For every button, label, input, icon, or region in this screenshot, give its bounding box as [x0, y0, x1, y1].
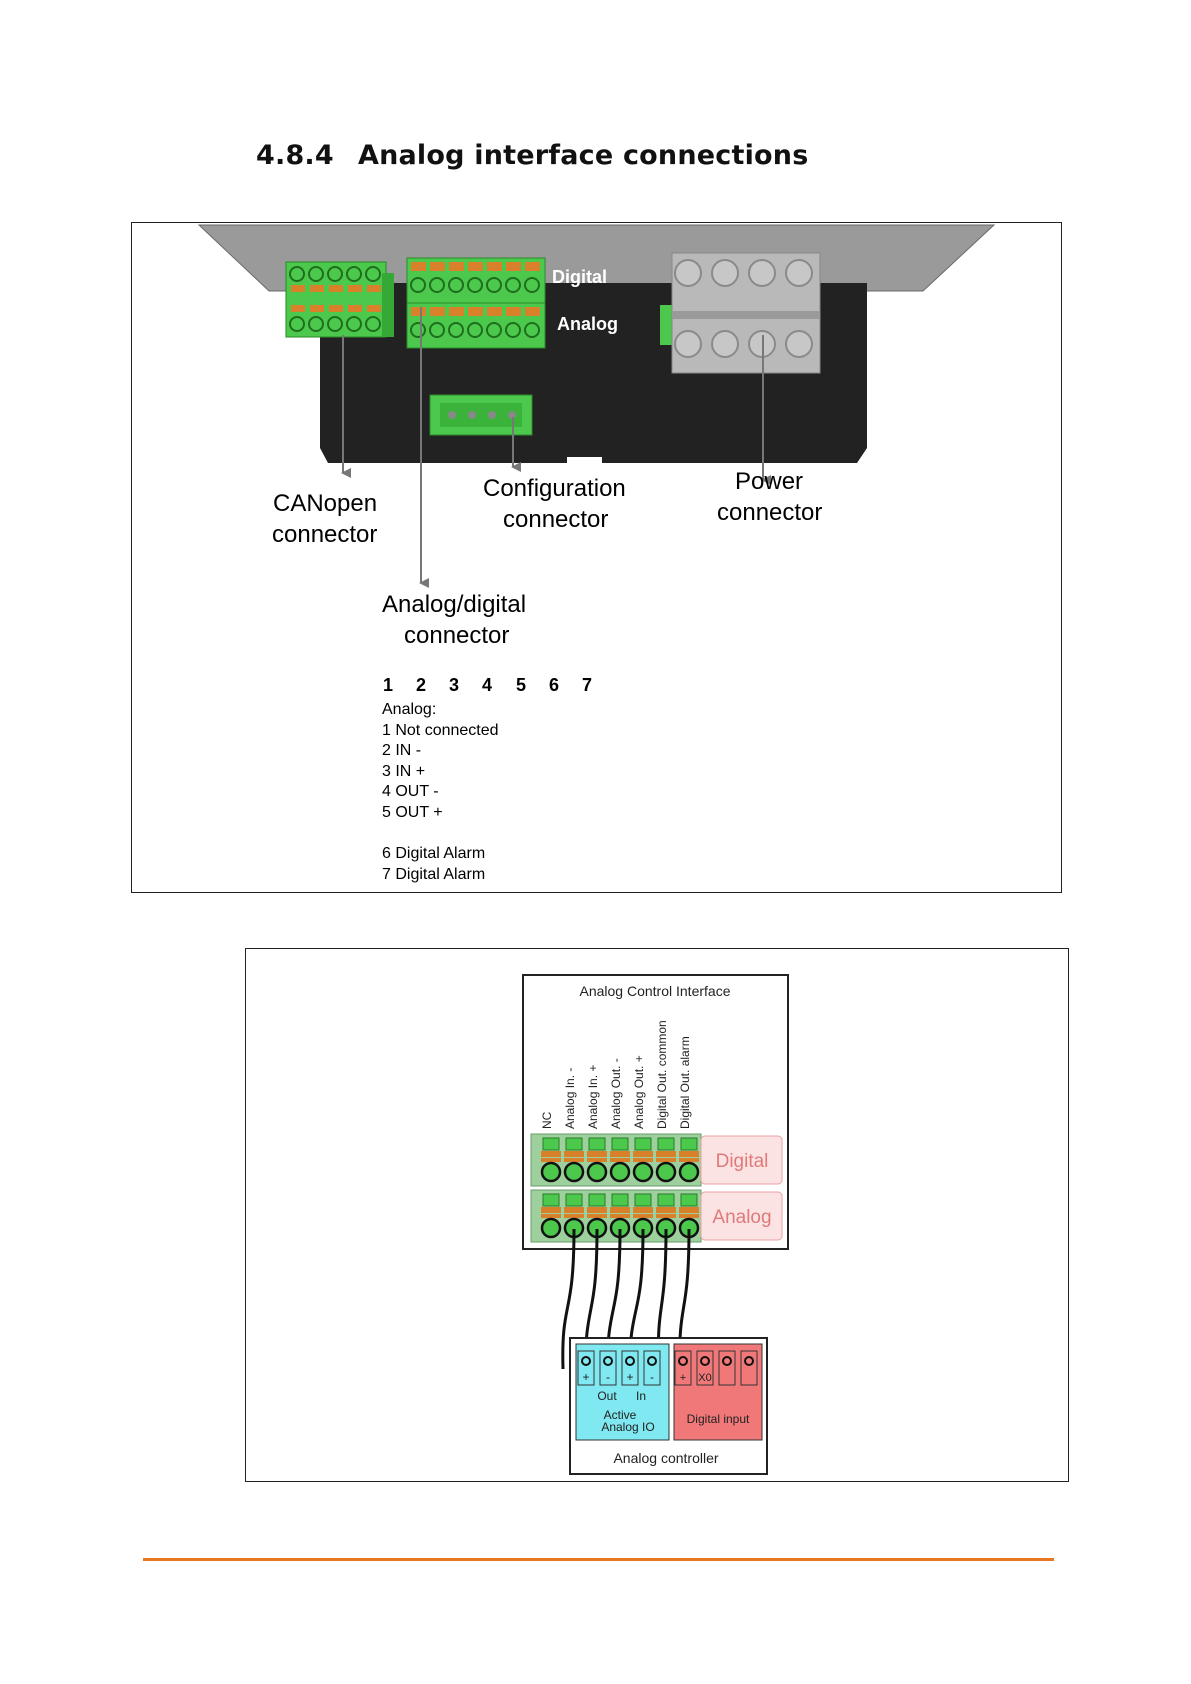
- pin-description: 7 Digital Alarm: [382, 866, 485, 883]
- analog-row-tag-label: Analog: [712, 1207, 771, 1228]
- pin-label: Analog Out. +: [632, 1055, 646, 1129]
- pin-description: 1 Not connected: [382, 722, 499, 739]
- terminal-sign: +: [582, 1370, 589, 1384]
- pin-number: 3: [449, 675, 459, 695]
- power-connector-block: [671, 252, 821, 374]
- pin-description: 5 OUT +: [382, 804, 443, 821]
- terminal-sign: +: [626, 1370, 633, 1384]
- pin-label-group: NC Analog In. - Analog In. + Analog Out.…: [540, 1020, 692, 1129]
- pin-label: Analog In. -: [563, 1068, 577, 1129]
- pin-number: 4: [482, 675, 492, 695]
- pin-label: Analog In. +: [586, 1065, 600, 1129]
- pin-description: 3 IN +: [382, 763, 425, 780]
- digital-row-label: Digital: [552, 267, 607, 287]
- pin-number-row: 1 2 3 4 5 6 7: [383, 675, 592, 695]
- interface-title: Analog Control Interface: [580, 983, 731, 999]
- canopen-connector-block: [285, 261, 394, 338]
- pin-label: NC: [540, 1111, 554, 1129]
- wire: [561, 1228, 576, 1370]
- analog-row-label: Analog: [557, 314, 618, 334]
- wiring-diagram: Analog Control Interface NC Analog In. -…: [522, 974, 789, 1475]
- pin-number: 6: [549, 675, 559, 695]
- active-label-1: Active: [604, 1408, 637, 1422]
- terminal-sign: +: [680, 1372, 686, 1384]
- active-label-2: Analog IO: [601, 1420, 654, 1434]
- configuration-connector-block: [429, 394, 533, 436]
- device-illustration: Digital Analog CANopen connector Configu…: [197, 224, 996, 883]
- terminal-sign: X0: [698, 1372, 711, 1384]
- digital-row-tag-label: Digital: [716, 1151, 769, 1172]
- pin-description: 2 IN -: [382, 742, 421, 759]
- pin-number: 2: [416, 675, 426, 695]
- in-label: In: [636, 1389, 646, 1403]
- section-heading: 4.8.4 Analog interface connections: [256, 140, 808, 171]
- device-connector-figure: Digital Analog CANopen connector Configu…: [131, 222, 1062, 893]
- wiring-diagram-figure: Analog Control Interface NC Analog In. -…: [245, 948, 1069, 1482]
- pin-label: Analog Out. -: [609, 1058, 623, 1129]
- digital-row-tag: [700, 1135, 783, 1185]
- pin-description: 6 Digital Alarm: [382, 845, 485, 862]
- analog-digital-label-1: Analog/digital: [382, 591, 526, 618]
- configuration-label-2: connector: [503, 506, 608, 533]
- pin-label: Digital Out. common: [655, 1020, 669, 1129]
- terminal-sign: -: [606, 1370, 610, 1384]
- analog-digital-label-2: connector: [404, 622, 509, 649]
- canopen-label-1: CANopen: [273, 490, 377, 517]
- controller-title: Analog controller: [613, 1450, 718, 1466]
- power-label-2: connector: [717, 499, 822, 526]
- pin-number: 1: [383, 675, 393, 695]
- digital-analog-connector-block: [406, 257, 546, 349]
- section-title: Analog interface connections: [358, 140, 809, 171]
- pin-description: 4 OUT -: [382, 783, 439, 800]
- power-label-1: Power: [735, 468, 803, 495]
- analog-list-title: Analog:: [382, 701, 436, 718]
- pin-label: Digital Out. alarm: [678, 1036, 692, 1129]
- footer-rule: [143, 1558, 1054, 1561]
- section-number: 4.8.4: [256, 140, 334, 171]
- terminal-sign: -: [650, 1370, 654, 1384]
- analog-row-tag: [700, 1191, 783, 1241]
- pin-description-list: Analog: 1 Not connected 2 IN - 3 IN + 4 …: [382, 701, 499, 883]
- digital-input-block: [673, 1343, 763, 1441]
- pin-number: 5: [516, 675, 526, 695]
- configuration-label-1: Configuration: [483, 475, 626, 502]
- out-label: Out: [597, 1389, 617, 1403]
- pin-number: 7: [582, 675, 592, 695]
- canopen-label-2: connector: [272, 521, 377, 548]
- digital-input-label: Digital input: [687, 1412, 750, 1426]
